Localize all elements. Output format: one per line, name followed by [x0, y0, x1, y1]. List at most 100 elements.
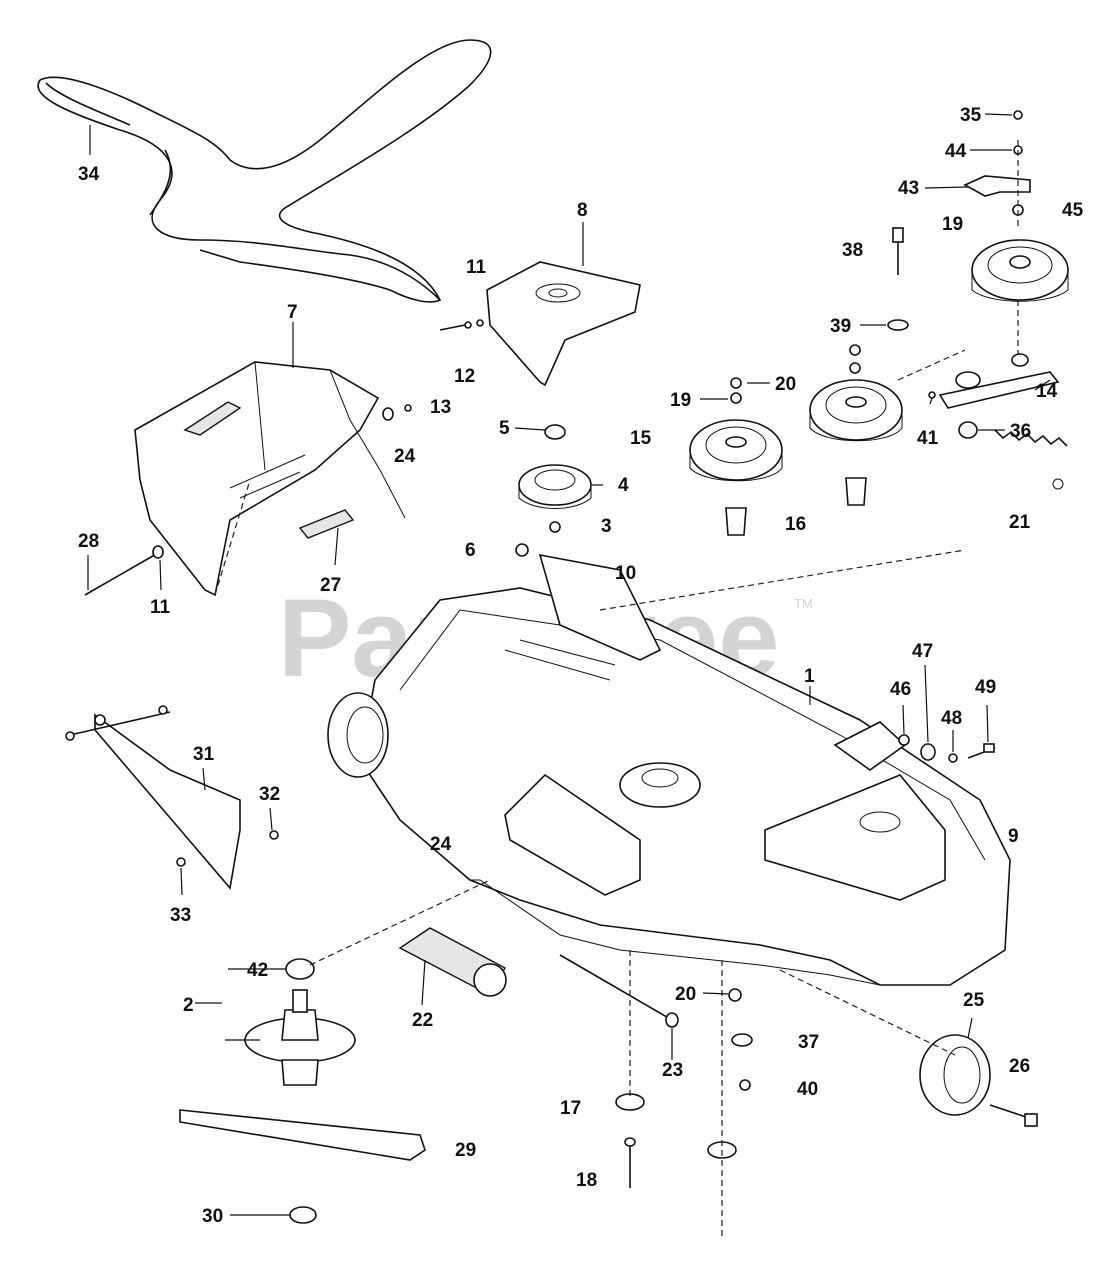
callout-25[interactable]: 25: [963, 990, 985, 1011]
callout-18[interactable]: 18: [576, 1170, 597, 1191]
discharge-chute-cover-part[interactable]: [134, 361, 406, 597]
callout-24-top[interactable]: 24: [394, 446, 416, 467]
callout-22[interactable]: 22: [412, 1010, 433, 1031]
callout-20-top[interactable]: 20: [775, 374, 796, 395]
nut-33-part[interactable]: [176, 857, 186, 867]
bolt-12-part[interactable]: [439, 319, 484, 331]
callout-16[interactable]: 16: [785, 514, 806, 535]
washer-small-part[interactable]: [849, 362, 861, 374]
callout-8[interactable]: 8: [577, 200, 588, 221]
callout-14[interactable]: 14: [1036, 381, 1058, 402]
nut-5-part[interactable]: [544, 424, 566, 440]
callout-35[interactable]: 35: [960, 105, 982, 126]
callout-45[interactable]: 45: [1062, 200, 1084, 221]
callout-19-mid[interactable]: 19: [670, 390, 691, 411]
callout-37[interactable]: 37: [798, 1032, 819, 1053]
callout-13[interactable]: 13: [430, 397, 451, 418]
callout-20-bottom[interactable]: 20: [675, 984, 696, 1005]
blade-29-part[interactable]: [179, 1109, 426, 1161]
callout-3[interactable]: 3: [601, 516, 612, 537]
spacer-36-part[interactable]: [958, 421, 978, 439]
bushing-48-part[interactable]: [948, 753, 958, 763]
callout-19-top[interactable]: 19: [942, 214, 963, 235]
washer-17-part[interactable]: [615, 1093, 645, 1111]
v-pulley-4-part[interactable]: [518, 464, 592, 509]
deck-wheel-left-part[interactable]: [327, 692, 389, 778]
bolt-41-part[interactable]: [928, 391, 936, 399]
key-3-part[interactable]: [549, 521, 561, 533]
bolt-18-part[interactable]: [624, 1137, 636, 1188]
drive-belt-part[interactable]: [37, 39, 492, 303]
spring-21-part[interactable]: [994, 429, 1068, 490]
bearing-42-part[interactable]: [285, 958, 315, 980]
callout-49[interactable]: 49: [975, 677, 996, 698]
idler-bracket-14-part[interactable]: [938, 353, 1060, 409]
callout-40[interactable]: 40: [797, 1079, 818, 1100]
nut-small-part[interactable]: [849, 344, 861, 356]
callout-27[interactable]: 27: [320, 575, 341, 596]
washer-47-part[interactable]: [920, 743, 936, 761]
callout-46[interactable]: 46: [890, 679, 911, 700]
hinge-pin-27-part[interactable]: [298, 509, 355, 539]
mower-deck-1-part[interactable]: [359, 553, 1011, 986]
callout-30[interactable]: 30: [202, 1206, 223, 1227]
callout-28[interactable]: 28: [78, 531, 99, 552]
callout-17[interactable]: 17: [560, 1098, 581, 1119]
callout-23[interactable]: 23: [662, 1060, 683, 1081]
callout-9[interactable]: 9: [1008, 826, 1019, 847]
callout-32[interactable]: 32: [259, 784, 280, 805]
axle-bolt-23-part[interactable]: [559, 954, 679, 1028]
callout-42[interactable]: 42: [247, 960, 268, 981]
nut-20-part[interactable]: [730, 377, 742, 389]
pin-13-part[interactable]: [404, 404, 412, 412]
idler-pulley-45-part[interactable]: [971, 239, 1069, 302]
callout-1[interactable]: 1: [804, 666, 815, 687]
callout-31[interactable]: 31: [193, 744, 215, 765]
callout-5[interactable]: 5: [499, 418, 510, 439]
callout-11-top[interactable]: 11: [466, 257, 487, 278]
callout-44[interactable]: 44: [945, 141, 967, 162]
belt-cover-part[interactable]: [486, 261, 641, 387]
washer-11-part[interactable]: [152, 545, 164, 559]
bolt-38-part[interactable]: [892, 227, 904, 275]
callout-4[interactable]: 4: [618, 475, 629, 496]
nut-20b-part[interactable]: [728, 988, 742, 1002]
baffle-31-part[interactable]: [65, 705, 241, 890]
spacer-37-part[interactable]: [731, 1033, 753, 1047]
callout-33[interactable]: 33: [170, 905, 191, 926]
nut-40-part[interactable]: [739, 1079, 751, 1091]
callout-6[interactable]: 6: [465, 540, 476, 561]
roller-22-part[interactable]: [398, 927, 507, 997]
bolt-49-part[interactable]: [967, 743, 996, 759]
idler-pulley-16-left-part[interactable]: [689, 419, 783, 536]
callout-47[interactable]: 47: [912, 641, 933, 662]
rod-28-part[interactable]: [84, 552, 159, 596]
callout-38[interactable]: 38: [842, 240, 863, 261]
callout-24-bottom[interactable]: 24: [430, 834, 452, 855]
callout-41[interactable]: 41: [917, 428, 939, 449]
nut-35-part[interactable]: [1013, 110, 1023, 120]
washer-39-part[interactable]: [887, 319, 909, 331]
callout-7[interactable]: 7: [287, 302, 298, 323]
washer-24-part[interactable]: [382, 407, 394, 421]
callout-11-bottom[interactable]: 11: [150, 597, 171, 618]
idler-arm-43-part[interactable]: [963, 175, 1031, 197]
callout-26[interactable]: 26: [1009, 1056, 1030, 1077]
callout-34[interactable]: 34: [78, 164, 100, 185]
callout-39[interactable]: 39: [830, 316, 851, 337]
bolt-6-part[interactable]: [515, 543, 529, 557]
spindle-2-part[interactable]: [244, 989, 356, 1086]
callout-12[interactable]: 12: [454, 366, 475, 387]
nut-46-part[interactable]: [898, 734, 910, 746]
callout-29[interactable]: 29: [455, 1140, 476, 1161]
washer-19-part[interactable]: [730, 392, 742, 404]
callout-15[interactable]: 15: [630, 428, 652, 449]
callout-48[interactable]: 48: [941, 708, 962, 729]
callout-10[interactable]: 10: [615, 563, 636, 584]
wheel-25-part[interactable]: [919, 1034, 991, 1116]
callout-2[interactable]: 2: [183, 995, 194, 1016]
callout-43[interactable]: 43: [898, 178, 919, 199]
callout-36[interactable]: 36: [1010, 421, 1031, 442]
bolt-32-part[interactable]: [269, 830, 279, 840]
callout-21[interactable]: 21: [1009, 512, 1031, 533]
